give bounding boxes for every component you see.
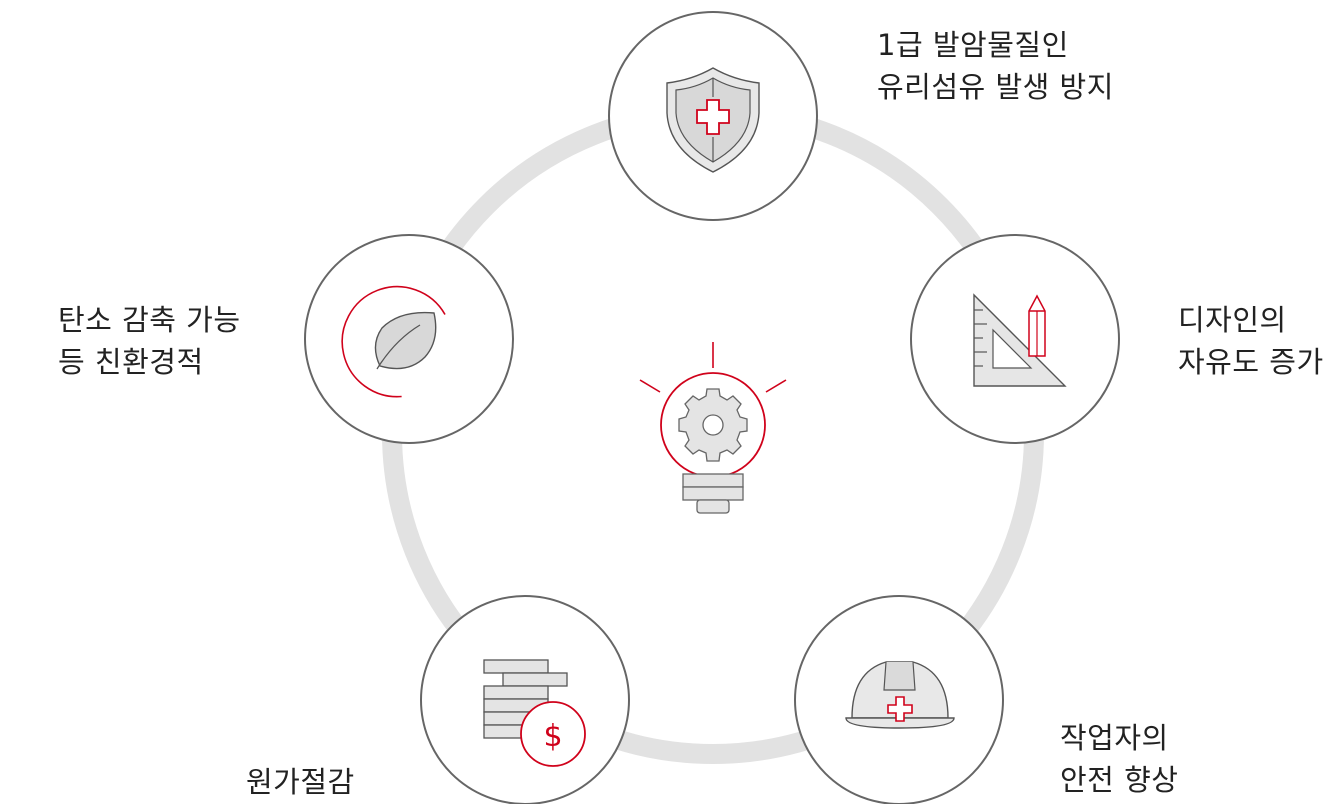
ruler-pencil-icon <box>973 293 1067 387</box>
label-carbon-line-1: 탄소 감축 가능 <box>58 303 241 337</box>
label-design: 디자인의 자유도 증가 <box>1178 299 1324 383</box>
lightbulb-gear-icon <box>639 342 787 514</box>
label-design-line-1: 디자인의 <box>1178 303 1287 337</box>
label-design-line-2: 자유도 증가 <box>1178 345 1324 379</box>
leaf-icon <box>341 285 446 398</box>
hard-hat-icon <box>845 661 955 729</box>
label-shield-line-1: 1급 발암물질인 <box>877 28 1069 62</box>
label-cost: 원가절감 <box>246 761 355 803</box>
label-safety-line-2: 안전 향상 <box>1060 763 1179 797</box>
label-safety-line-1: 작업자의 <box>1060 721 1169 755</box>
label-shield: 1급 발암물질인 유리섬유 발생 방지 <box>877 24 1114 108</box>
shield-cross-icon <box>666 67 760 173</box>
gear-icon <box>678 388 748 462</box>
node-carbon <box>304 234 514 444</box>
label-carbon: 탄소 감축 가능 등 친환경적 <box>58 299 241 383</box>
label-shield-line-2: 유리섬유 발생 방지 <box>877 70 1114 104</box>
node-design <box>910 234 1120 444</box>
node-safety <box>794 595 1004 805</box>
label-cost-line-1: 원가절감 <box>246 765 355 799</box>
label-safety: 작업자의 안전 향상 <box>1060 717 1178 801</box>
label-carbon-line-2: 등 친환경적 <box>58 345 204 379</box>
svg-text:$: $ <box>543 719 562 754</box>
node-shield <box>608 11 818 221</box>
coins-dollar-icon: $ <box>483 659 586 767</box>
node-cost: $ <box>420 595 630 805</box>
